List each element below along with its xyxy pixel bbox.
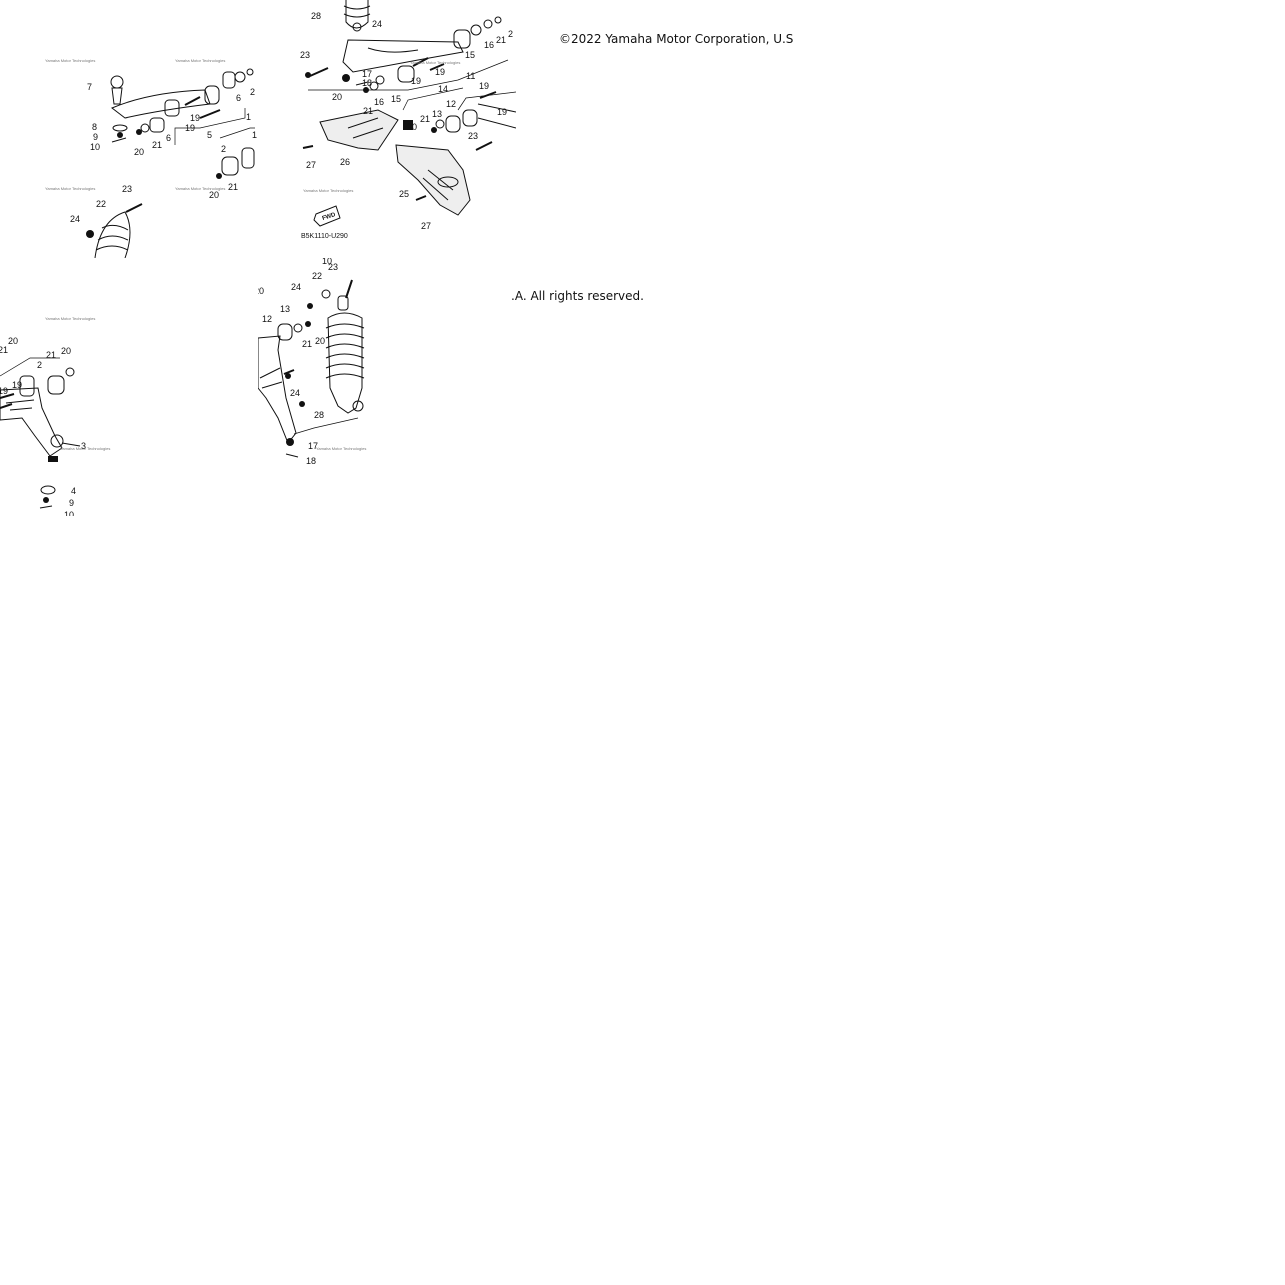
diagram-tile-lower-arm: Yamaha Motor Technologies 21 20 19 19 2 …: [0, 258, 258, 516]
watermark: Yamaha Motor Technologies: [175, 186, 225, 191]
callout-label: 19: [435, 67, 445, 77]
callout-label: 2: [221, 144, 226, 154]
callout-label: 18: [362, 78, 372, 88]
callout-label: 27: [421, 221, 431, 231]
callout-label: 20: [209, 190, 219, 200]
callout-label: 19: [185, 123, 195, 133]
callout-label: 6: [166, 133, 171, 143]
diagram-tile-upper-arm: Yamaha Motor Technologies Yamaha Motor T…: [0, 0, 258, 258]
callout-label: 20: [258, 286, 264, 296]
copyright-text: ©2022 Yamaha Motor Corporation, U.S: [559, 32, 794, 46]
callout-label: 23: [300, 50, 310, 60]
callout-label: 13: [280, 304, 290, 314]
callout-label: 17: [362, 69, 372, 79]
callout-label: 12: [446, 99, 456, 109]
callout-label: 24: [290, 388, 300, 398]
diagram-code: B5K1110-U290: [301, 233, 348, 240]
watermark: Yamaha Motor Technologies: [303, 188, 353, 193]
callout-label: 15: [465, 50, 475, 60]
callout-label: 4: [71, 486, 76, 496]
callout-label: 20: [8, 336, 18, 346]
callout-label: 9: [93, 132, 98, 142]
callout-label: 23: [328, 262, 338, 272]
rear-arm-exploded-view: FWD B5K1110-U290 Yamaha Motor Technologi…: [300, 0, 516, 240]
callout-label: 10: [64, 510, 74, 516]
diagram-tile-rear-shock: 10 22 23 20 24 12 13 21 20 24 28 17 18 Y…: [258, 258, 516, 516]
callout-label: 19: [479, 81, 489, 91]
callout-label: 10: [322, 258, 332, 266]
callout-label: 21: [420, 114, 430, 124]
callout-label: 1: [246, 112, 251, 122]
watermark: Yamaha Motor Technologies: [45, 316, 95, 321]
callout-label: 28: [314, 410, 324, 420]
fwd-arrow-icon: FWD: [313, 205, 341, 227]
callout-label: 19: [0, 386, 8, 396]
callout-label: 16: [374, 97, 384, 107]
callout-label: 26: [340, 157, 350, 167]
callout-label: 21: [228, 182, 238, 192]
callout-label: 5: [207, 130, 212, 140]
callout-label: 28: [311, 11, 321, 21]
callout-label: 12: [262, 314, 272, 324]
callout-label: 11: [466, 71, 475, 81]
watermark: Yamaha Motor Technologies: [45, 58, 95, 63]
callout-label: 7: [87, 82, 92, 92]
copyright-text: .A. All rights reserved.: [511, 289, 644, 303]
callout-label: 6: [236, 93, 241, 103]
callout-label: 22: [312, 271, 322, 281]
callout-label: 25: [399, 189, 409, 199]
callout-label: 18: [306, 456, 316, 466]
shock-callouts: 22 23 24: [70, 184, 132, 224]
callout-label: 2: [250, 87, 255, 97]
callout-label: 20: [315, 336, 325, 346]
callout-label: 19: [411, 76, 421, 86]
callout-label: 20: [332, 92, 342, 102]
callout-label: 20: [61, 346, 71, 356]
callout-label: 21: [363, 106, 373, 116]
diagram-tile-rear-arm: FWD B5K1110-U290 Yamaha Motor Technologi…: [258, 0, 516, 258]
callout-label: 20: [407, 122, 417, 132]
callout-label: 19: [190, 113, 200, 123]
callout-label: 15: [391, 94, 401, 104]
callout-label: 16: [484, 40, 494, 50]
callout-label: 20: [134, 147, 144, 157]
callout-label: 19: [12, 380, 22, 390]
callout-label: 10: [90, 142, 100, 152]
callout-label: 17: [308, 441, 318, 451]
callout-label: 1: [252, 130, 257, 140]
watermark: Yamaha Motor Technologies: [45, 186, 95, 191]
rear-shock-exploded-view: 10 22 23 20 24 12 13 21 20 24 28 17 18 Y…: [258, 258, 366, 466]
callout-label: 21: [302, 339, 312, 349]
callout-label: 2: [37, 360, 42, 370]
callout-label: 23: [122, 184, 132, 194]
callout-label: 14: [438, 84, 448, 94]
callout-label: 8: [92, 122, 97, 132]
callout-label: 22: [96, 199, 106, 209]
upper-arm-exploded-view: Yamaha Motor Technologies Yamaha Motor T…: [45, 58, 257, 258]
callout-label: 2: [508, 29, 513, 39]
callout-label: 13: [432, 109, 442, 119]
callout-label: 19: [497, 107, 507, 117]
callout-label: 21: [0, 345, 8, 355]
fwd-label: FWD: [322, 212, 337, 222]
callout-label: 3: [81, 441, 86, 451]
watermark: Yamaha Motor Technologies: [60, 446, 110, 451]
callout-label: 21: [46, 350, 56, 360]
callout-label: 24: [372, 19, 382, 29]
callout-label: 21: [152, 140, 162, 150]
callout-label: 21: [496, 35, 506, 45]
watermark: Yamaha Motor Technologies: [410, 60, 460, 65]
callout-label: 23: [468, 131, 478, 141]
watermark: Yamaha Motor Technologies: [316, 446, 366, 451]
callout-label: 27: [306, 160, 316, 170]
watermark: Yamaha Motor Technologies: [175, 58, 225, 63]
lower-arm-exploded-view: Yamaha Motor Technologies 21 20 19 19 2 …: [0, 316, 110, 516]
callout-label: 9: [69, 498, 74, 508]
callout-label: 24: [70, 214, 80, 224]
callout-label: 24: [291, 282, 301, 292]
